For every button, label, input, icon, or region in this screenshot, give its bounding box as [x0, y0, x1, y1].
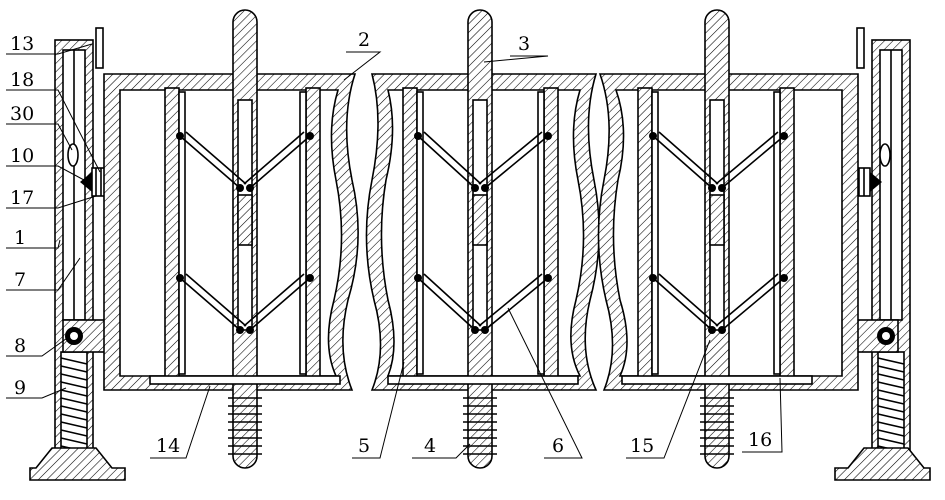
label-2: 2	[358, 29, 370, 51]
label-4: 4	[424, 435, 436, 457]
label-18: 18	[10, 69, 34, 91]
label-15: 15	[630, 435, 654, 457]
label-16: 16	[748, 429, 772, 451]
label-10: 10	[10, 145, 34, 167]
label-14: 14	[156, 435, 180, 457]
label-17: 17	[10, 187, 34, 209]
label-6: 6	[552, 435, 564, 457]
label-5: 5	[358, 435, 370, 457]
label-3: 3	[518, 33, 530, 55]
label-1: 1	[14, 227, 26, 249]
label-8: 8	[14, 335, 26, 357]
label-7: 7	[14, 269, 26, 291]
label-30: 30	[10, 103, 34, 125]
label-9: 9	[14, 377, 26, 399]
label-13: 13	[10, 33, 34, 55]
